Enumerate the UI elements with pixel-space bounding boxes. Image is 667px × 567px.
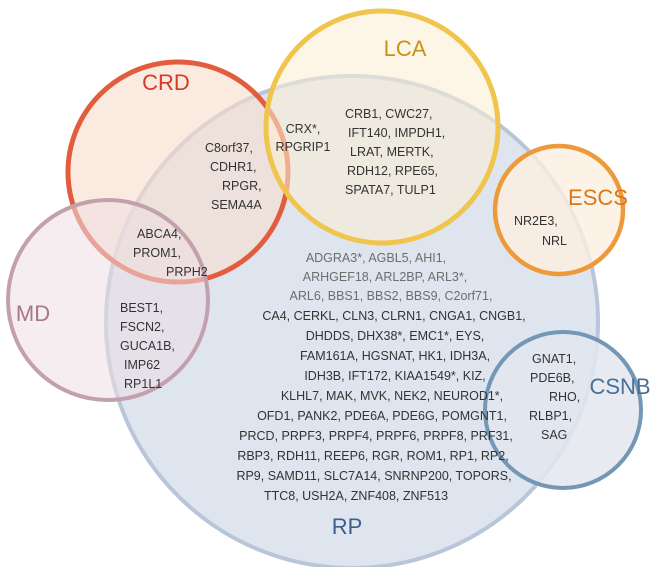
gene-line: GNAT1, — [532, 352, 576, 366]
gene-line: RP9, SAMD11, SLC7A14, SNRNP200, TOPORS, — [236, 469, 511, 483]
gene-line: NR2E3, — [514, 214, 558, 228]
gene-line: FSCN2, — [120, 320, 164, 334]
gene-line: SAG — [541, 428, 567, 442]
rp-label: RP — [332, 514, 363, 539]
gene-line: RLBP1, — [529, 409, 572, 423]
gene-line: IDH3B, IFT172, KIAA1549*, KIZ, — [304, 369, 485, 383]
gene-line: RPGR, — [222, 179, 262, 193]
gene-line: ARL6, BBS1, BBS2, BBS9, C2orf71, — [290, 289, 493, 303]
gene-line: SPATA7, TULP1 — [345, 183, 436, 197]
csnb-rp-genes: GNAT1, PDE6B, RHO, RLBP1, SAG — [529, 352, 580, 442]
gene-line: RHO, — [549, 390, 580, 404]
gene-line: PROM1, — [133, 246, 181, 260]
gene-line: CA4, CERKL, CLN3, CLRN1, CNGA1, CNGB1, — [262, 309, 525, 323]
gene-line: RP1L1 — [124, 377, 162, 391]
lca-rp-genes: CRB1, CWC27, IFT140, IMPDH1, LRAT, MERTK… — [345, 107, 445, 197]
gene-line: ABCA4, — [137, 227, 181, 241]
gene-line: DHDDS, DHX38*, EMC1*, EYS, — [306, 329, 485, 343]
gene-line: C8orf37, — [205, 141, 253, 155]
rp-main-genes: CA4, CERKL, CLN3, CLRN1, CNGA1, CNGB1, D… — [236, 309, 525, 503]
gene-line: RDH12, RPE65, — [347, 164, 438, 178]
gene-line: BEST1, — [120, 301, 163, 315]
escs-circle — [492, 143, 626, 277]
gene-line: NRL — [542, 234, 567, 248]
gene-line: CRX*, — [286, 122, 321, 136]
gene-line: IMP62 — [124, 358, 160, 372]
gene-line: RPGRIP1 — [276, 140, 331, 154]
md-circle — [6, 198, 210, 402]
crd-md-rp-genes: ABCA4, PROM1, PRPH2 — [133, 227, 208, 279]
gene-line: LRAT, MERTK, — [350, 145, 434, 159]
csnb-label: CSNB — [589, 374, 650, 399]
gene-line: RBP3, RDH11, REEP6, RGR, ROM1, RP1, RP2, — [237, 449, 508, 463]
gene-line: CRB1, CWC27, — [345, 107, 433, 121]
gene-line: FAM161A, HGSNAT, HK1, IDH3A, — [300, 349, 490, 363]
crd-rp-genes: C8orf37, CDHR1, RPGR, SEMA4A — [205, 141, 262, 212]
gene-line: ADGRA3*, AGBL5, AHI1, — [306, 251, 446, 265]
md-rp-genes: BEST1, FSCN2, GUCA1B, IMP62 RP1L1 — [120, 301, 175, 391]
gene-line: PRPH2 — [166, 265, 208, 279]
escs-label: ESCS — [568, 185, 628, 210]
gene-line: SEMA4A — [211, 198, 262, 212]
crd-lca-genes: CRX*, RPGRIP1 — [276, 122, 331, 154]
gene-line: CDHR1, — [210, 160, 257, 174]
csnb-circle — [483, 330, 643, 490]
gene-line: PRCD, PRPF3, PRPF4, PRPF6, PRPF8, PRF31, — [239, 429, 513, 443]
rp-grey-genes: ADGRA3*, AGBL5, AHI1, ARHGEF18, ARL2BP, … — [290, 251, 493, 303]
gene-line: IFT140, IMPDH1, — [348, 126, 445, 140]
gene-line: PDE6B, — [530, 371, 574, 385]
md-label: MD — [16, 301, 50, 326]
lca-circle — [263, 8, 501, 246]
gene-line: KLHL7, MAK, MVK, NEK2, NEUROD1*, — [281, 389, 503, 403]
gene-line: TTC8, USH2A, ZNF408, ZNF513 — [264, 489, 448, 503]
crd-label: CRD — [142, 70, 190, 95]
gene-line: GUCA1B, — [120, 339, 175, 353]
gene-line: ARHGEF18, ARL2BP, ARL3*, — [303, 270, 467, 284]
lca-label: LCA — [384, 36, 427, 61]
escs-rp-genes: NR2E3, NRL — [514, 214, 567, 248]
gene-line: OFD1, PANK2, PDE6A, PDE6G, POMGNT1, — [257, 409, 507, 423]
